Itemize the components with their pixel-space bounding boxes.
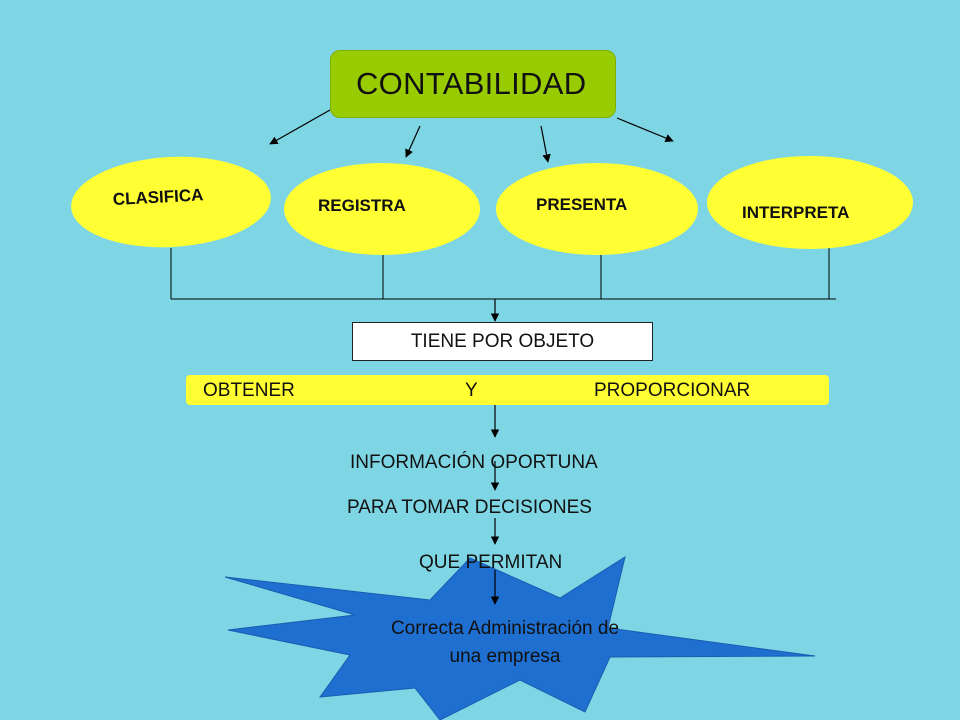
title-box: CONTABILIDAD	[330, 50, 616, 118]
bar-middle-text: Y	[465, 380, 478, 401]
permit-text: QUE PERMITAN	[419, 552, 563, 573]
bar-left-text: OBTENER	[203, 380, 295, 401]
arrow-to-presenta	[540, 125, 551, 163]
arrow-to-registra	[405, 125, 421, 158]
result-starburst	[224, 555, 816, 720]
ellipse-interpreta: INTERPRETA	[707, 156, 913, 249]
title-text: CONTABILIDAD	[356, 66, 587, 101]
objective-label: TIENE POR OBJETO	[410, 330, 595, 352]
result-line-1: Correcta Administración de	[390, 618, 620, 639]
ellipse-registra-label: REGISTRA	[318, 196, 406, 215]
result-text: Correcta Administración de una empresa	[355, 615, 655, 671]
ellipse-registra: REGISTRA	[284, 163, 480, 255]
obtain-provide-bar: OBTENER Y PROPORCIONAR	[186, 375, 829, 405]
arrow-to-interpreta	[616, 117, 674, 143]
decisions-text: PARA TOMAR DECISIONES	[347, 497, 592, 518]
result-line-2: una empresa	[449, 646, 561, 667]
bar-right-text: PROPORCIONAR	[594, 380, 751, 401]
ellipse-presenta: PRESENTA	[496, 163, 698, 255]
arrow-to-clasifica	[269, 109, 331, 145]
ellipse-presenta-label: PRESENTA	[536, 195, 628, 214]
information-text: INFORMACIÓN OPORTUNA	[350, 452, 598, 473]
ellipse-interpreta-label: INTERPRETA	[742, 203, 850, 222]
objective-box: TIENE POR OBJETO	[352, 322, 653, 361]
ellipse-clasifica-label: CLASIFICA	[112, 185, 204, 210]
